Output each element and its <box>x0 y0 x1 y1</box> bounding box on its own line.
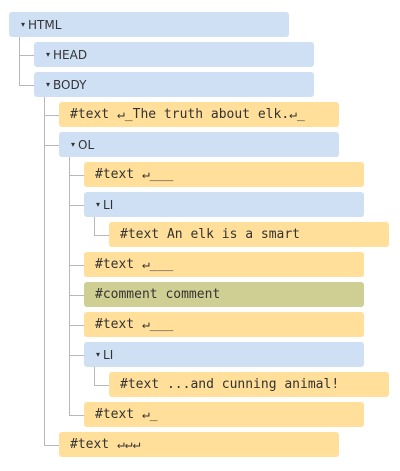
connector-branch <box>19 84 34 86</box>
connector-line <box>69 157 70 416</box>
connector-line <box>19 37 20 86</box>
expand-triangle-icon[interactable]: ▾ <box>46 49 51 59</box>
text-node: #text An elk is a smart <box>109 222 389 247</box>
node-label: #text ↵_ <box>95 407 158 422</box>
comment-node: #comment comment <box>84 282 364 307</box>
connector-branch <box>44 444 59 446</box>
element-node-html[interactable]: ▾HTML <box>9 12 289 37</box>
node-label: #text ↵_The truth about elk.↵_ <box>70 107 305 122</box>
connector-branch <box>69 354 84 356</box>
connector-branch <box>69 414 84 416</box>
connector-branch <box>19 54 34 56</box>
node-label: #text ↵___ <box>95 167 174 182</box>
connector-branch <box>94 384 109 386</box>
node-label: #text An elk is a smart <box>120 227 301 242</box>
node-label: #text ↵↵↵ <box>70 437 141 452</box>
node-label: #text ↵___ <box>95 317 174 332</box>
node-label: #text ...and cunning animal! <box>120 377 340 392</box>
connector-branch <box>44 144 59 146</box>
expand-triangle-icon[interactable]: ▾ <box>96 199 101 209</box>
text-node: #text ↵___ <box>84 252 364 277</box>
connector-line <box>44 97 45 446</box>
text-node: #text ↵_The truth about elk.↵_ <box>59 102 339 127</box>
node-tag-label: BODY <box>53 77 87 92</box>
node-tag-label: OL <box>78 137 95 152</box>
node-label: #comment comment <box>95 287 221 302</box>
node-tag-label: LI <box>103 197 114 212</box>
text-node: #text ↵_ <box>84 402 364 427</box>
node-tag-label: HEAD <box>53 47 88 62</box>
element-node-li[interactable]: ▾LI <box>84 342 364 367</box>
connector-line <box>94 217 95 236</box>
expand-triangle-icon[interactable]: ▾ <box>71 139 76 149</box>
connector-line <box>94 367 95 386</box>
element-node-ol[interactable]: ▾OL <box>59 132 339 157</box>
connector-branch <box>44 114 59 116</box>
text-node: #text ...and cunning animal! <box>109 372 389 397</box>
element-node-li[interactable]: ▾LI <box>84 192 364 217</box>
node-tag-label: HTML <box>28 17 62 32</box>
connector-branch <box>69 264 84 266</box>
expand-triangle-icon[interactable]: ▾ <box>21 19 26 29</box>
element-node-body[interactable]: ▾BODY <box>34 72 314 97</box>
text-node: #text ↵___ <box>84 312 364 337</box>
expand-triangle-icon[interactable]: ▾ <box>96 349 101 359</box>
text-node: #text ↵___ <box>84 162 364 187</box>
node-label: #text ↵___ <box>95 257 174 272</box>
connector-branch <box>69 294 84 296</box>
connector-branch <box>69 174 84 176</box>
expand-triangle-icon[interactable]: ▾ <box>46 79 51 89</box>
element-node-head[interactable]: ▾HEAD <box>34 42 314 67</box>
connector-branch <box>94 234 109 236</box>
connector-branch <box>69 204 84 206</box>
text-node: #text ↵↵↵ <box>59 432 339 457</box>
connector-branch <box>69 324 84 326</box>
node-tag-label: LI <box>103 347 114 362</box>
